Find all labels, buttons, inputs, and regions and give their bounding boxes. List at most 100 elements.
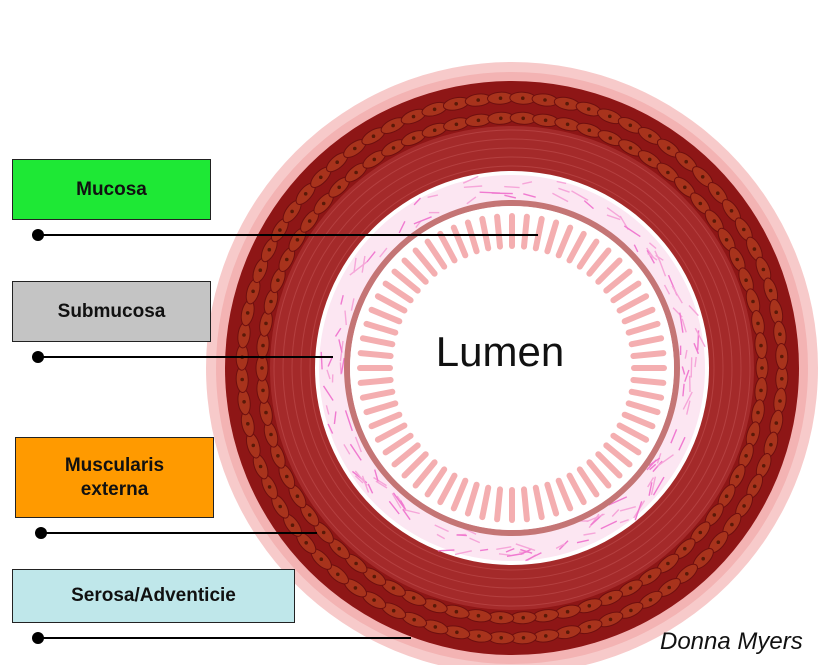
leader-dot-submucosa [32, 351, 44, 363]
muscle-cell-nucleus [372, 134, 376, 138]
muscle-cell-nucleus [629, 146, 633, 150]
muscle-cell-nucleus [252, 444, 256, 448]
submucosa-fiber [457, 535, 467, 536]
muscle-cell-nucleus [391, 124, 395, 128]
muscle-cell-nucleus [246, 422, 250, 426]
muscle-cell-nucleus [291, 523, 295, 527]
muscle-cell-nucleus [780, 377, 784, 381]
muscle-cell-nucleus [666, 562, 670, 566]
muscle-cell-nucleus [684, 160, 688, 164]
muscle-cell-nucleus [649, 598, 653, 602]
muscle-cell-nucleus [699, 531, 703, 535]
muscle-cell-nucleus [412, 136, 416, 140]
muscle-cell-nucleus [322, 531, 326, 535]
muscle-cell-nucleus [744, 278, 748, 282]
muscle-cell-nucleus [648, 134, 652, 138]
muscle-cell-nucleus [412, 596, 416, 600]
muscle-cell-nucleus [609, 618, 613, 622]
villus [633, 353, 663, 356]
muscle-cell-nucleus [285, 475, 289, 479]
muscle-cell-nucleus [775, 421, 779, 425]
villus [524, 217, 527, 247]
muscle-cell-nucleus [566, 610, 570, 614]
muscle-cell-nucleus [742, 228, 746, 232]
muscle-cell-nucleus [268, 485, 272, 489]
muscle-cell-nucleus [412, 115, 416, 119]
muscle-cell-nucleus [769, 443, 773, 447]
muscle-cell-nucleus [499, 117, 503, 121]
submucosa-fiber [691, 357, 692, 377]
muscle-cell-nucleus [477, 119, 481, 123]
muscle-cell-nucleus [544, 614, 548, 618]
muscle-cell-nucleus [320, 557, 324, 561]
villus [497, 217, 500, 247]
muscle-cell-nucleus [753, 247, 757, 251]
muscle-cell-nucleus [336, 573, 340, 577]
muscle-cell-nucleus [268, 248, 272, 252]
submucosa-label: Submucosa [58, 300, 166, 324]
muscle-cell-nucleus [774, 310, 778, 314]
muscle-cell-nucleus [735, 258, 739, 262]
muscle-cell-nucleus [780, 355, 784, 359]
muscle-cell-nucleus [667, 586, 671, 590]
muscle-cell-nucleus [242, 333, 246, 337]
muscularis-label-line1: Muscularis [65, 455, 164, 476]
muscle-cell-nucleus [566, 123, 570, 127]
muscle-cell-nucleus [521, 117, 525, 121]
muscle-cell-nucleus [296, 238, 300, 242]
muscle-cell-nucleus [434, 625, 438, 629]
serosa-label: Serosa/Adventicie [71, 584, 236, 608]
muscle-cell-nucleus [261, 389, 265, 393]
muscle-cell-nucleus [609, 596, 613, 600]
muscle-cell-nucleus [373, 575, 377, 579]
muscle-cell-nucleus [335, 160, 339, 164]
muscle-cell-nucleus [392, 609, 396, 613]
submucosa-fiber [504, 187, 519, 188]
muscle-cell-nucleus [433, 108, 437, 112]
muscle-cell-nucleus [412, 618, 416, 622]
muscle-cell-nucleus [304, 541, 308, 545]
muscle-cell-nucleus [756, 322, 760, 326]
muscle-cell-nucleus [246, 311, 250, 315]
muscle-cell-nucleus [683, 186, 687, 190]
muscle-cell-nucleus [762, 464, 766, 468]
muscle-cell-nucleus [308, 513, 312, 517]
leader-line-serosa [32, 632, 411, 644]
muscle-cell-nucleus [240, 378, 244, 382]
author-credit: Donna Myers [660, 628, 803, 656]
muscularis-label-line2: externa [81, 479, 149, 500]
muscle-cell-nucleus [730, 523, 734, 527]
muscle-cell-nucleus [372, 598, 376, 602]
muscle-cell-nucleus [276, 278, 280, 282]
muscle-cell-nucleus [725, 238, 729, 242]
muscle-cell-nucleus [544, 634, 548, 638]
muscle-cell-nucleus [588, 604, 592, 608]
muscle-cell-nucleus [742, 504, 746, 508]
muscle-cell-nucleus [778, 332, 782, 336]
muscle-cell-nucleus [499, 96, 503, 100]
muscle-cell-nucleus [319, 176, 323, 180]
villus [633, 380, 663, 383]
muscle-cell-nucleus [269, 300, 273, 304]
muscle-cell-nucleus [260, 366, 264, 370]
muscle-cell-nucleus [730, 209, 734, 213]
villus [524, 489, 527, 519]
muscle-cell-nucleus [373, 158, 377, 162]
mucosa-label-box: Mucosa [12, 159, 211, 220]
muscle-cell-nucleus [683, 547, 687, 551]
muscle-cell-nucleus [278, 228, 282, 232]
muscle-cell-nucleus [264, 322, 268, 326]
muscle-cell-nucleus [276, 454, 280, 458]
muscle-cell-nucleus [544, 119, 548, 123]
muscle-cell-nucleus [433, 604, 437, 608]
muscle-cell-nucleus [337, 186, 341, 190]
muscle-cell-nucleus [735, 475, 739, 479]
muscle-cell-nucleus [455, 610, 459, 614]
muscle-cell-nucleus [354, 171, 358, 175]
mucosa-label: Mucosa [76, 178, 147, 202]
muscle-cell-nucleus [713, 219, 717, 223]
muscle-cell-nucleus [296, 494, 300, 498]
muscle-cell-nucleus [521, 96, 525, 100]
muscle-cell-nucleus [269, 433, 273, 437]
